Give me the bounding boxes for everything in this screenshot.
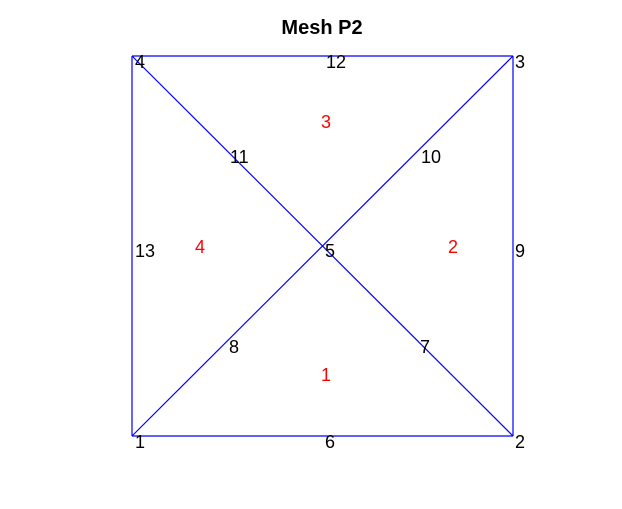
node-label-11: 11 [230, 147, 249, 167]
node-label-2: 2 [515, 432, 525, 452]
node-label-5: 5 [325, 241, 335, 261]
node-label-9: 9 [515, 241, 525, 261]
element-label-1: 1 [321, 365, 331, 385]
element-labels: 1 2 3 4 [195, 112, 458, 385]
element-label-3: 3 [321, 112, 331, 132]
node-label-7: 7 [420, 337, 430, 357]
node-label-3: 3 [515, 52, 525, 72]
node-label-1: 1 [135, 432, 145, 452]
node-label-13: 13 [135, 241, 155, 261]
mesh-edges [131, 55, 514, 437]
node-label-4: 4 [135, 52, 145, 72]
figure-title: Mesh P2 [281, 17, 362, 39]
node-label-12: 12 [326, 52, 346, 72]
node-label-10: 10 [421, 147, 441, 167]
element-label-2: 2 [448, 237, 458, 257]
node-label-8: 8 [229, 337, 239, 357]
node-label-6: 6 [325, 432, 335, 452]
element-label-4: 4 [195, 237, 205, 257]
edge-4-2 [131, 55, 514, 437]
